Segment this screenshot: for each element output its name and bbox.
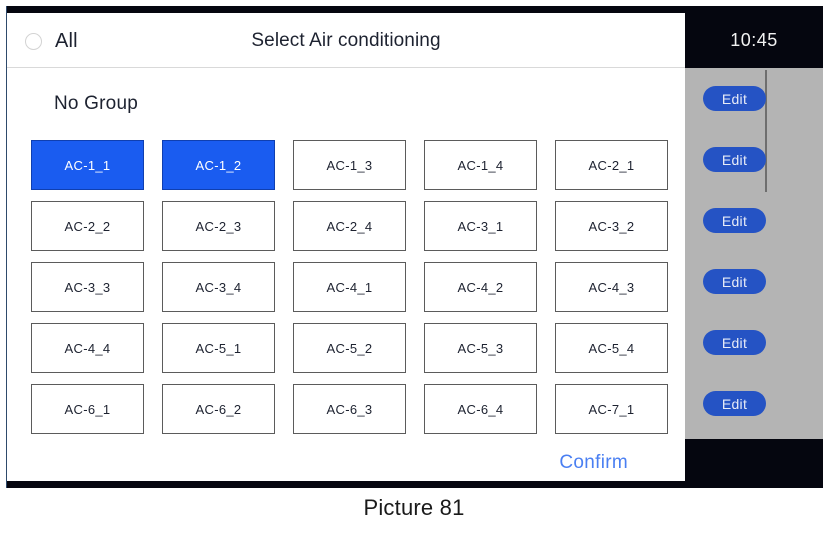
edit-button[interactable]: Edit: [703, 86, 766, 111]
ac-tile[interactable]: AC-4_2: [424, 262, 537, 312]
ac-tile[interactable]: AC-7_1: [555, 384, 668, 434]
ac-tile[interactable]: AC-4_4: [31, 323, 144, 373]
ac-tile[interactable]: AC-1_2: [162, 140, 275, 190]
ac-tile-label: AC-5_4: [588, 340, 635, 356]
edit-button-label: Edit: [721, 395, 748, 412]
device-bezel-bottom: [7, 481, 823, 488]
ac-tile-label: AC-6_3: [326, 401, 373, 417]
edit-panel-scrollbar-thumb[interactable]: [765, 70, 767, 192]
ac-tile-label: AC-1_2: [195, 157, 242, 173]
ac-tile-label: AC-1_1: [64, 157, 111, 173]
ac-tile-label: AC-6_2: [195, 401, 242, 417]
select-all-label: All: [55, 30, 78, 52]
radio-unchecked-icon[interactable]: [25, 33, 42, 50]
ac-tile[interactable]: AC-4_1: [293, 262, 406, 312]
ac-tile-label: AC-1_3: [326, 157, 373, 173]
ac-tile-label: AC-6_1: [64, 401, 111, 417]
ac-tile-label: AC-3_3: [64, 279, 111, 295]
clock-area: 10:45: [685, 13, 823, 68]
ac-tile-label: AC-4_2: [457, 279, 504, 295]
ac-tile[interactable]: AC-4_3: [555, 262, 668, 312]
ac-tile[interactable]: AC-2_4: [293, 201, 406, 251]
edit-panel-scrollbar-track[interactable]: [765, 68, 795, 439]
edit-button[interactable]: Edit: [703, 330, 766, 355]
ac-tile[interactable]: AC-2_1: [555, 140, 668, 190]
edit-button-label: Edit: [721, 334, 748, 351]
ac-tile[interactable]: AC-6_3: [293, 384, 406, 434]
ac-tile[interactable]: AC-5_2: [293, 323, 406, 373]
ac-tile-label: AC-5_1: [195, 340, 242, 356]
edit-button-label: Edit: [721, 151, 748, 168]
group-title: No Group: [54, 93, 138, 114]
ac-tile-label: AC-5_2: [326, 340, 373, 356]
screen: Select Air conditioning All 10:45 No Gro…: [7, 13, 823, 481]
edit-button[interactable]: Edit: [703, 391, 766, 416]
ac-tile[interactable]: AC-6_4: [424, 384, 537, 434]
edit-button[interactable]: Edit: [703, 269, 766, 294]
page-title: Select Air conditioning: [251, 30, 441, 51]
ac-tile-label: AC-6_4: [457, 401, 504, 417]
ac-tile[interactable]: AC-3_2: [555, 201, 668, 251]
edit-button[interactable]: Edit: [703, 147, 766, 172]
ac-tile-label: AC-3_4: [195, 279, 242, 295]
ac-tile-label: AC-2_2: [64, 218, 111, 234]
ac-tile-label: AC-4_3: [588, 279, 635, 295]
ac-tile[interactable]: AC-5_1: [162, 323, 275, 373]
ac-tile-label: AC-5_3: [457, 340, 504, 356]
ac-tile-label: AC-2_3: [195, 218, 242, 234]
ac-tile[interactable]: AC-5_3: [424, 323, 537, 373]
ac-tile[interactable]: AC-3_3: [31, 262, 144, 312]
ac-tile[interactable]: AC-1_1: [31, 140, 144, 190]
confirm-bar: Confirm: [7, 445, 685, 481]
edit-button-label: Edit: [721, 90, 748, 107]
ac-tile-label: AC-2_1: [588, 157, 635, 173]
device-frame: Select Air conditioning All 10:45 No Gro…: [6, 6, 823, 488]
ac-tile[interactable]: AC-6_1: [31, 384, 144, 434]
ac-tile[interactable]: AC-5_4: [555, 323, 668, 373]
edit-button-label: Edit: [721, 212, 748, 229]
screen-black-filler: [685, 439, 823, 481]
select-all-control[interactable]: All: [25, 30, 78, 53]
ac-tile[interactable]: AC-1_4: [424, 140, 537, 190]
ac-tile[interactable]: AC-2_2: [31, 201, 144, 251]
ac-tile[interactable]: AC-3_1: [424, 201, 537, 251]
figure-caption: Picture 81: [363, 495, 465, 520]
ac-tile[interactable]: AC-2_3: [162, 201, 275, 251]
ac-tile[interactable]: AC-1_3: [293, 140, 406, 190]
ac-tile[interactable]: AC-3_4: [162, 262, 275, 312]
device-bezel-top: [7, 6, 823, 13]
edit-button-label: Edit: [721, 273, 748, 290]
ac-tile-label: AC-7_1: [588, 401, 635, 417]
confirm-button[interactable]: Confirm: [559, 452, 628, 473]
ac-tile-label: AC-4_1: [326, 279, 373, 295]
ac-tile-label: AC-3_2: [588, 218, 635, 234]
clock-text: 10:45: [730, 30, 778, 50]
ac-tile-label: AC-2_4: [326, 218, 373, 234]
ac-tile-label: AC-3_1: [457, 218, 504, 234]
edit-button[interactable]: Edit: [703, 208, 766, 233]
ac-tile[interactable]: AC-6_2: [162, 384, 275, 434]
ac-tile-label: AC-1_4: [457, 157, 504, 173]
ac-tile-label: AC-4_4: [64, 340, 111, 356]
header-bar: Select Air conditioning All: [7, 13, 685, 68]
